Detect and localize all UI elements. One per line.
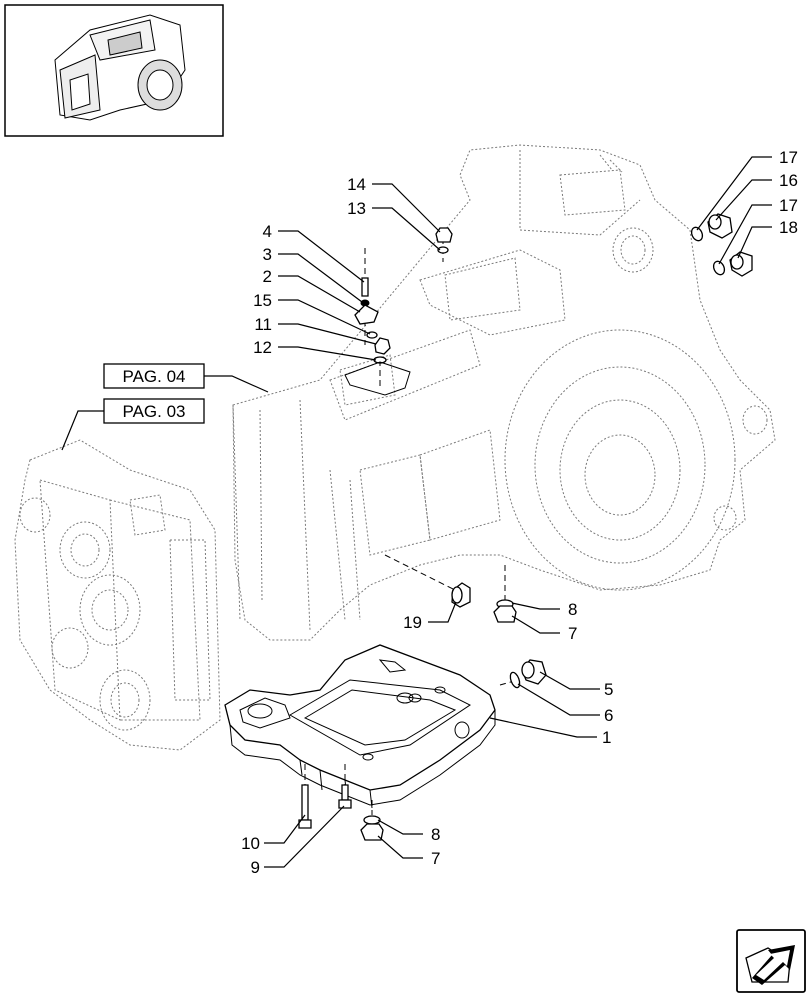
plug-19 xyxy=(451,582,471,608)
callout-14: 14 xyxy=(347,175,366,194)
oil-pan xyxy=(224,644,496,809)
callout-2: 2 xyxy=(263,267,272,286)
callout-8-upper: 8 xyxy=(568,600,577,619)
page-ref-pag-03[interactable]: PAG. 03 xyxy=(61,398,205,451)
washer-13 xyxy=(437,246,449,254)
o-ring-17-upper xyxy=(690,226,704,242)
plug-16 xyxy=(707,213,733,239)
bolt-10 xyxy=(298,784,312,829)
callout-8-lower: 8 xyxy=(431,825,440,844)
callout-9: 9 xyxy=(251,858,260,877)
callout-4: 4 xyxy=(263,222,272,241)
callout-3: 3 xyxy=(263,245,272,264)
plug-18 xyxy=(729,251,753,277)
callout-19: 19 xyxy=(403,613,422,632)
plug-11 xyxy=(374,337,391,355)
plug-7-lower xyxy=(360,823,384,841)
next-page-arrow-icon[interactable] xyxy=(736,929,806,993)
callout-1: 1 xyxy=(602,728,611,747)
cover-plate xyxy=(344,361,411,396)
callout-7-upper: 7 xyxy=(568,624,577,643)
thumbnail-icon xyxy=(4,4,224,137)
callout-13: 13 xyxy=(347,199,366,218)
screw-4 xyxy=(361,277,369,297)
callout-7-lower: 7 xyxy=(431,849,440,868)
plug-7-upper xyxy=(493,605,517,623)
callout-11: 11 xyxy=(254,315,272,334)
leader-lines xyxy=(264,156,772,868)
washer-8-lower xyxy=(363,815,381,825)
bolt-9 xyxy=(338,784,352,809)
plug-5 xyxy=(521,659,547,685)
o-ring-6 xyxy=(509,671,521,689)
callout-15: 15 xyxy=(253,291,272,310)
callout-16: 16 xyxy=(779,171,798,190)
front-housing-outline xyxy=(14,439,221,751)
callout-12: 12 xyxy=(253,338,272,357)
callout-numbers: 17 16 17 18 14 13 4 3 2 15 11 12 8 7 19 … xyxy=(241,148,798,877)
callout-10: 10 xyxy=(241,834,260,853)
callout-6: 6 xyxy=(604,706,613,725)
page-ref-pag-04[interactable]: PAG. 04 xyxy=(103,363,269,393)
page-ref-pag-04-label: PAG. 04 xyxy=(123,367,186,386)
callout-17-upper: 17 xyxy=(779,148,798,167)
o-ring-17-lower xyxy=(712,260,726,276)
callout-5: 5 xyxy=(604,680,613,699)
rear-housing-outline xyxy=(232,144,776,641)
callout-18: 18 xyxy=(779,218,798,237)
callout-17-lower: 17 xyxy=(779,196,798,215)
bracket-2 xyxy=(354,304,379,325)
page-ref-pag-03-label: PAG. 03 xyxy=(123,402,186,421)
